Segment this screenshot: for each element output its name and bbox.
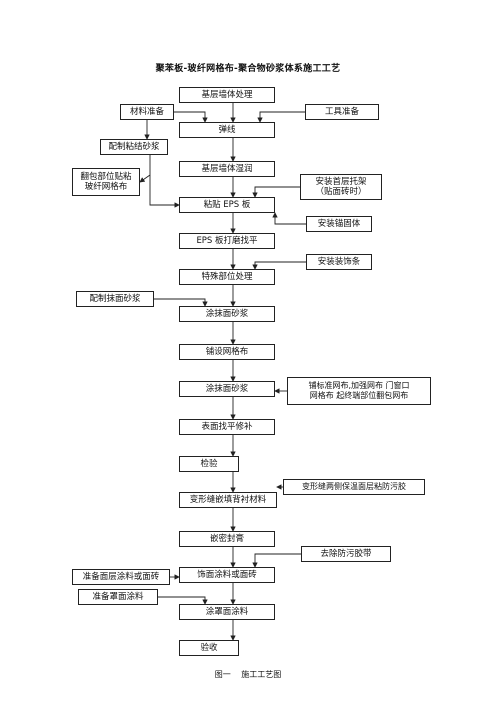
connector-install-trim — [252, 261, 306, 270]
side-tool-prep: 工具准备 — [305, 104, 379, 120]
step-sealant: 嵌密封膏 — [179, 531, 275, 547]
diagram-caption: 图一 施工工艺图 — [214, 670, 282, 679]
side-bond-mortar: 配制粘结砂浆 — [100, 139, 168, 155]
step-snap-line: 弹线 — [179, 122, 275, 138]
side-install-anchor: 安装锚固体 — [306, 216, 372, 232]
step-eps-sanding: EPS 板打磨找平 — [179, 233, 275, 249]
side-plaster-mortar: 配制抹面砂浆 — [76, 291, 154, 307]
step-top-coating: 涂罩面涂料 — [179, 604, 275, 620]
connector-material-to-snap-line — [174, 111, 208, 123]
side-install-bracket: 安装首层托架 （贴面砖时） — [300, 174, 382, 200]
step-paste-eps-board: 粘贴 EPS 板 — [179, 197, 275, 213]
side-material-prep: 材料准备 — [120, 104, 174, 120]
step-plaster-mortar-2: 涂抹面砂浆 — [179, 381, 275, 397]
step-finish-coating: 饰面涂料或面砖 — [179, 567, 275, 583]
side-prep-coating: 准备面层涂料或面砖 — [72, 569, 170, 585]
step-wall-wetting: 基层墙体湿润 — [179, 161, 275, 177]
connector-bond-mortar-to-paste — [149, 155, 180, 208]
connector-plaster-mortar — [154, 298, 208, 307]
step-surface-repair: 表面找平修补 — [179, 419, 275, 435]
side-joint-protection: 变形缝两侧保温面层粘防污胶 — [283, 479, 425, 495]
side-install-trim: 安装装饰条 — [306, 254, 372, 270]
connector-install-bracket — [252, 186, 300, 198]
step-special-parts: 特殊部位处理 — [179, 269, 275, 285]
side-prep-top-coating: 准备罩面涂料 — [78, 589, 158, 605]
step-lay-mesh: 铺设网格布 — [179, 344, 275, 360]
connector-prep-top-coating — [158, 596, 208, 605]
step-joint-backing: 变形缝嵌填背衬材料 — [179, 492, 277, 508]
side-mesh-detail: 铺标准网布,加强网布 门窗口 网格布 起终端部位翻包网布 — [287, 377, 431, 405]
connector-to-wrap-mesh — [139, 174, 151, 183]
step-inspection: 检验 — [179, 456, 239, 472]
connector-remove-tape — [252, 553, 301, 568]
step-acceptance: 验收 — [179, 640, 239, 656]
step-plaster-mortar-1: 涂抹面砂浆 — [179, 306, 275, 322]
connector-tool-prep — [257, 111, 305, 123]
diagram-title: 聚苯板-玻纤网格布-聚合物砂浆体系施工工艺 — [155, 64, 341, 74]
step-base-wall-treatment: 基层墙体处理 — [179, 87, 275, 103]
side-remove-tape: 去除防污胶带 — [301, 546, 391, 562]
side-wrap-mesh: 翻包部位贴粘 玻纤网格布 — [72, 168, 140, 196]
connector-install-anchor — [272, 212, 306, 225]
